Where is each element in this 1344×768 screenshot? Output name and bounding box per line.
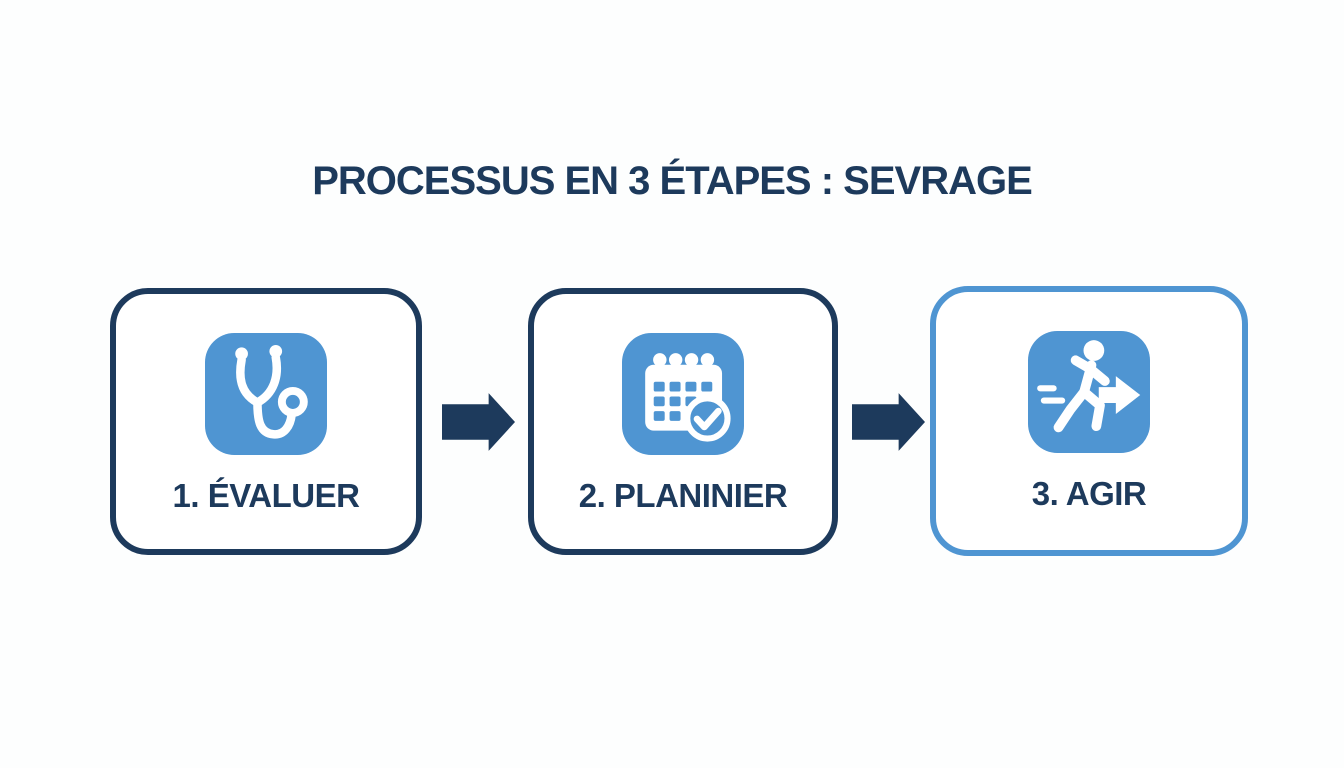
step-box-agir: 3. AGIR <box>930 286 1248 556</box>
step-label-evaluer: 1. ÉVALUER <box>172 477 360 514</box>
calendar-check-icon <box>620 333 746 455</box>
arrow-right-icon <box>442 393 515 451</box>
step-label-agir: 3. AGIR <box>1031 475 1147 512</box>
stethoscope-icon <box>203 333 329 455</box>
step-box-evaluer: 1. ÉVALUER <box>110 288 422 555</box>
step-box-planinier: 2. PLANINIER <box>528 288 838 555</box>
step-label-planinier: 2. PLANINIER <box>578 477 788 514</box>
diagram-title: PROCESSUS EN 3 ÉTAPES : SEVRAGE <box>312 159 1033 203</box>
arrow-right-icon <box>852 393 925 451</box>
running-person-arrow-icon <box>1026 331 1152 453</box>
